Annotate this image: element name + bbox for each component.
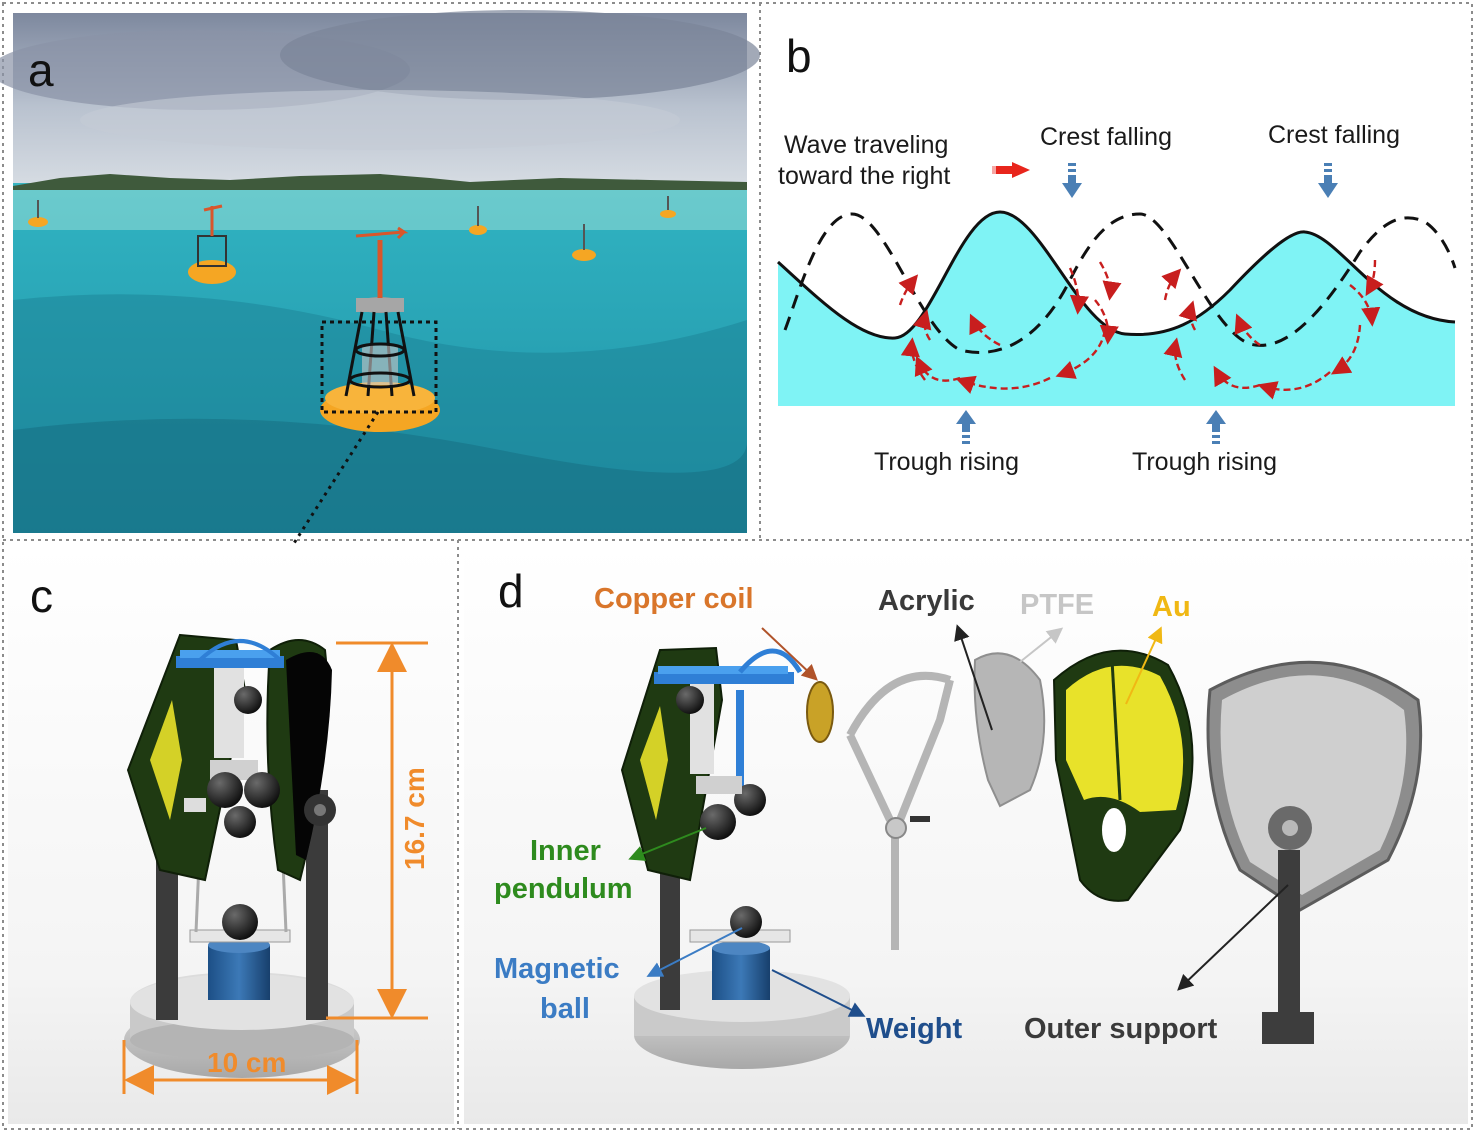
crest-arrow-1 [1062,163,1082,198]
panel-d-letter: d [498,565,524,617]
outer-support-label: Outer support [1024,1013,1218,1045]
inner-pendulum-label-line2: pendulum [494,873,633,905]
weight-label: Weight [866,1013,962,1045]
magnetic-ball-label-line1: Magnetic [494,953,620,985]
crest-arrow-2 [1318,163,1338,198]
au-label: Au [1152,591,1191,623]
wave-traveling-label-line1: Wave traveling [784,131,948,159]
wave-water-fill [778,212,1455,406]
copper-coil-label: Copper coil [594,583,754,615]
buoy-mid [188,204,236,284]
panel-c-letter: c [30,570,53,622]
outer-support-part [1206,660,1423,1044]
panel-b-letter: b [786,30,812,82]
magnetic-ball-label-line2: ball [540,993,590,1025]
wave-traveling-label-line2: toward the right [778,162,950,190]
ptfe-label: PTFE [1020,589,1094,621]
panel-a-photo: a [0,10,760,616]
trough-rising-label-1: Trough rising [874,448,1019,476]
crest-falling-label-2: Crest falling [1268,121,1400,149]
acrylic-frame-part [846,671,954,950]
trough-rising-label-2: Trough rising [1132,448,1277,476]
inner-pendulum-label-line1: Inner [530,835,601,867]
panel-b-wave-diagram: b Wave tra [776,30,1457,476]
width-dimension-label: 10 cm [207,1047,286,1078]
trough-arrow-1 [956,410,976,444]
width-dimension [122,1040,359,1095]
panel-c-device: c [8,546,454,1124]
zoom-box [320,320,438,414]
wave-dashed-line [783,212,1457,354]
direction-arrow-red [992,162,1030,178]
height-dimension [326,641,428,1020]
crest-falling-label-1: Crest falling [1040,123,1172,151]
flow-arrows [898,259,1384,400]
panel-a-letter: a [28,44,54,96]
copper-coil-part [806,681,834,743]
gold-electrode-part [1052,649,1194,902]
ptfe-sheet-part [973,652,1046,808]
panel-d-exploded-view: d [464,546,1468,1124]
trough-arrow-2 [1206,410,1226,444]
height-dimension-label: 16.7 cm [399,767,430,870]
buoy-main [320,226,440,432]
acrylic-label: Acrylic [878,585,975,617]
